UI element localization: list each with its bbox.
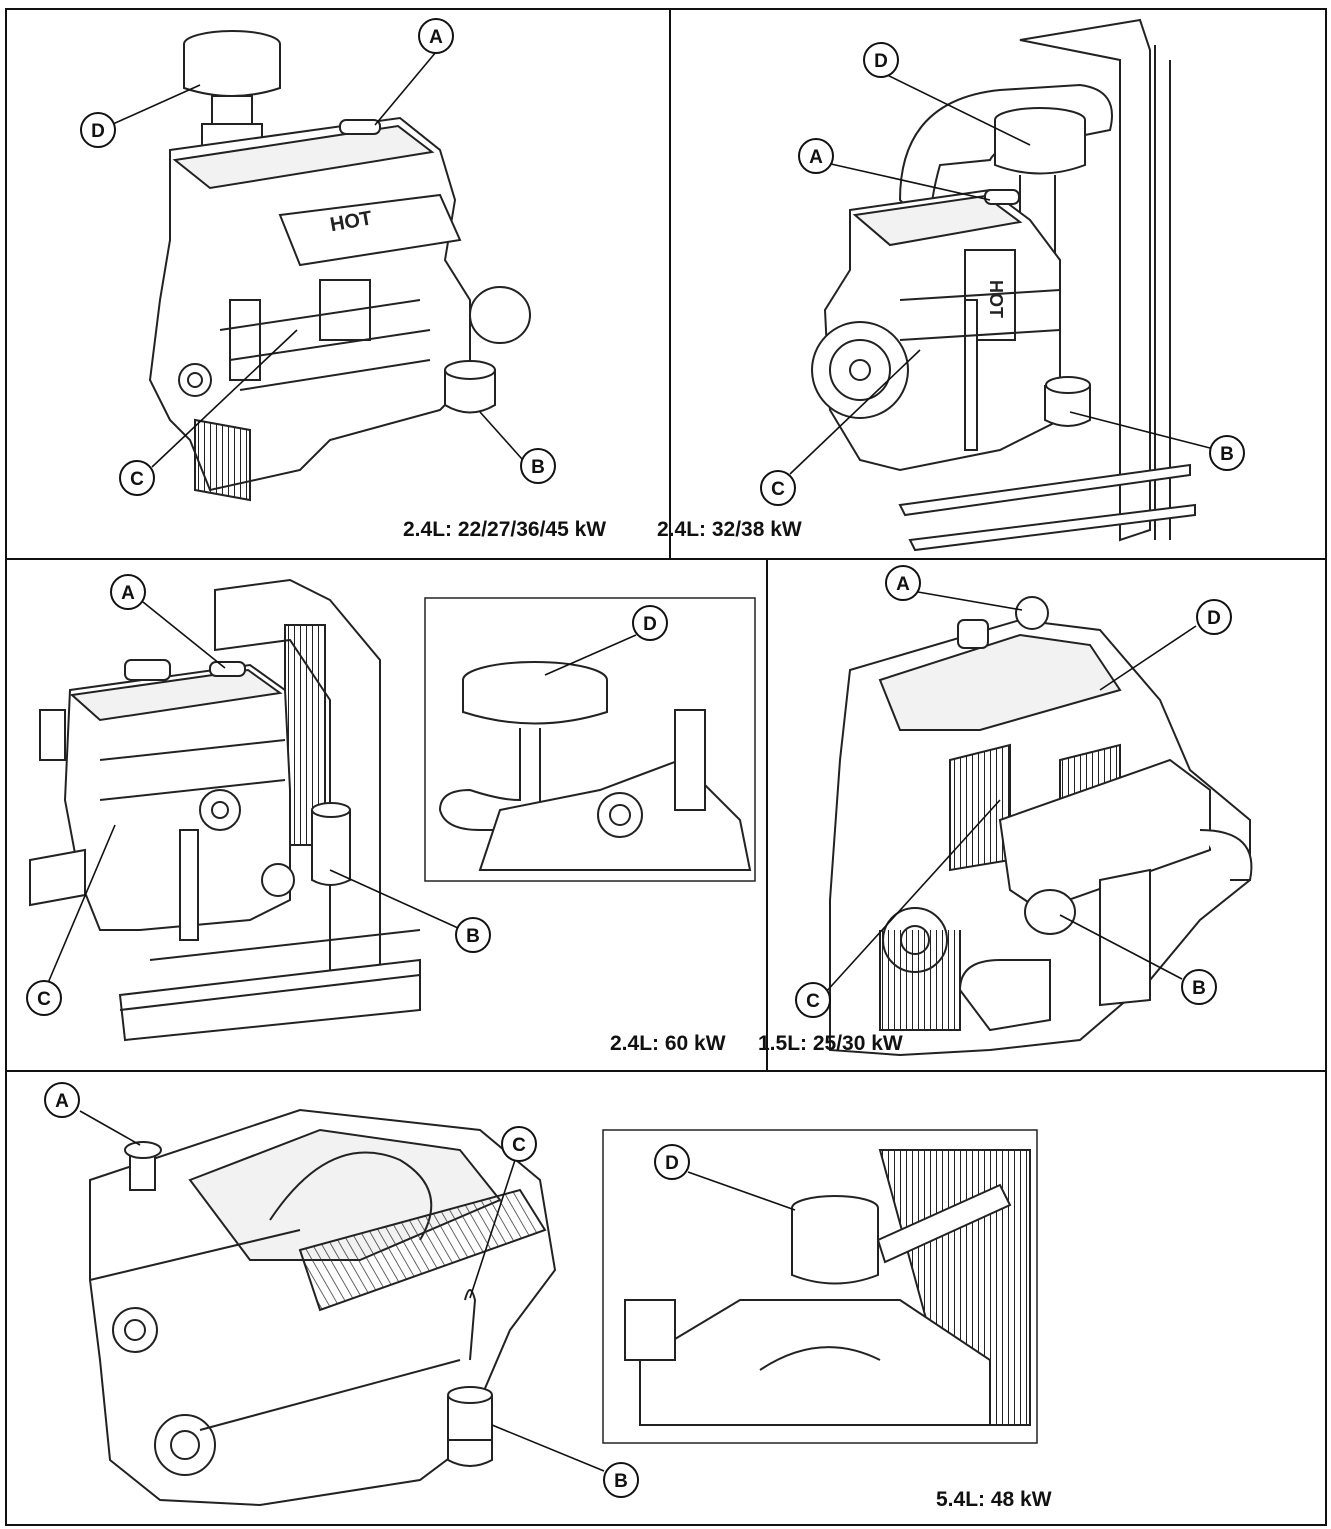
callout-c: C — [119, 460, 155, 496]
callout-b: B — [1209, 435, 1245, 471]
callout-b: B — [455, 917, 491, 953]
caption-2-4l-32-38kw: 2.4L: 32/38 kW — [657, 518, 802, 541]
callout-letter: B — [466, 926, 480, 947]
oil-filter-illustration — [444, 286, 531, 414]
radiator-illustration — [1019, 18, 1171, 542]
caption-2-4l-22-27-36-45kw: 2.4L: 22/27/36/45 kW — [403, 518, 607, 541]
callout-letter: A — [809, 147, 823, 168]
engine-illustration — [89, 1108, 557, 1507]
panel-1-engine-2-4l: HOT — [148, 30, 531, 502]
callout-a: A — [798, 138, 834, 174]
engine-illustration — [478, 709, 752, 871]
callout-d: D — [654, 1144, 690, 1180]
panel-grid — [5, 8, 1327, 1526]
callout-a: A — [44, 1082, 80, 1118]
callout-letter: B — [1192, 978, 1206, 999]
engine-illustration — [148, 116, 471, 502]
callout-letter: D — [1207, 608, 1221, 629]
radiator-illustration — [214, 578, 381, 1002]
callout-d: D — [632, 605, 668, 641]
callout-letter: D — [91, 121, 105, 142]
engine-illustration — [624, 1299, 991, 1426]
caption-5-4l-48kw: 5.4L: 48 kW — [936, 1488, 1052, 1511]
callout-letter: C — [512, 1135, 526, 1156]
callout-letter: D — [643, 614, 657, 635]
callout-a: A — [418, 18, 454, 54]
callout-d: D — [1196, 599, 1232, 635]
callout-letter: D — [665, 1153, 679, 1174]
engine-illustration — [39, 659, 295, 941]
callout-c: C — [501, 1126, 537, 1162]
panel-3-engine-2-4l — [29, 578, 756, 1042]
callout-letter: A — [121, 583, 135, 604]
callout-b: B — [520, 448, 556, 484]
callout-d: D — [863, 42, 899, 78]
engine-illustration — [811, 188, 1061, 472]
callout-letter: C — [806, 991, 820, 1012]
callouts: A D C B D A C B A D C B A D C — [26, 18, 1245, 1498]
callout-letter: B — [614, 1471, 628, 1492]
panel-5-engine-5-4l — [89, 1108, 1038, 1507]
callout-letter: B — [1220, 444, 1234, 465]
engine-illustration — [829, 596, 1253, 1057]
callout-letter: A — [55, 1091, 69, 1112]
air-cleaner-illustration — [183, 30, 281, 147]
callout-a: A — [885, 565, 921, 601]
callout-letter: D — [874, 51, 888, 72]
callout-b: B — [603, 1462, 639, 1498]
oil-filter-illustration — [1024, 889, 1076, 935]
callout-letter: C — [37, 989, 51, 1010]
callout-d: D — [80, 112, 116, 148]
callout-letter: C — [130, 469, 144, 490]
air-cleaner-illustration — [791, 1183, 1012, 1285]
callout-letter: B — [531, 457, 545, 478]
callout-c: C — [795, 982, 831, 1018]
hot-warning-label: HOT — [986, 280, 1006, 318]
oil-filter-illustration — [1044, 376, 1091, 427]
callout-letter: A — [896, 574, 910, 595]
callout-a: A — [110, 574, 146, 610]
callout-leaders — [47, 51, 1211, 1472]
caption-1-5l-25-30kw: 1.5L: 25/30 kW — [758, 1032, 903, 1055]
callout-b: B — [1181, 969, 1217, 1005]
callout-c: C — [760, 470, 796, 506]
callout-letter: C — [771, 479, 785, 500]
caption-2-4l-60kw: 2.4L: 60 kW — [610, 1032, 726, 1055]
panel-4-engine-1-5l — [829, 596, 1253, 1057]
air-cleaner-illustration — [438, 661, 608, 831]
callout-c: C — [26, 980, 62, 1016]
oil-filter-illustration — [447, 1386, 493, 1467]
panel-2-engine-2-4l: HOT — [811, 18, 1196, 552]
callout-letter: A — [429, 27, 443, 48]
